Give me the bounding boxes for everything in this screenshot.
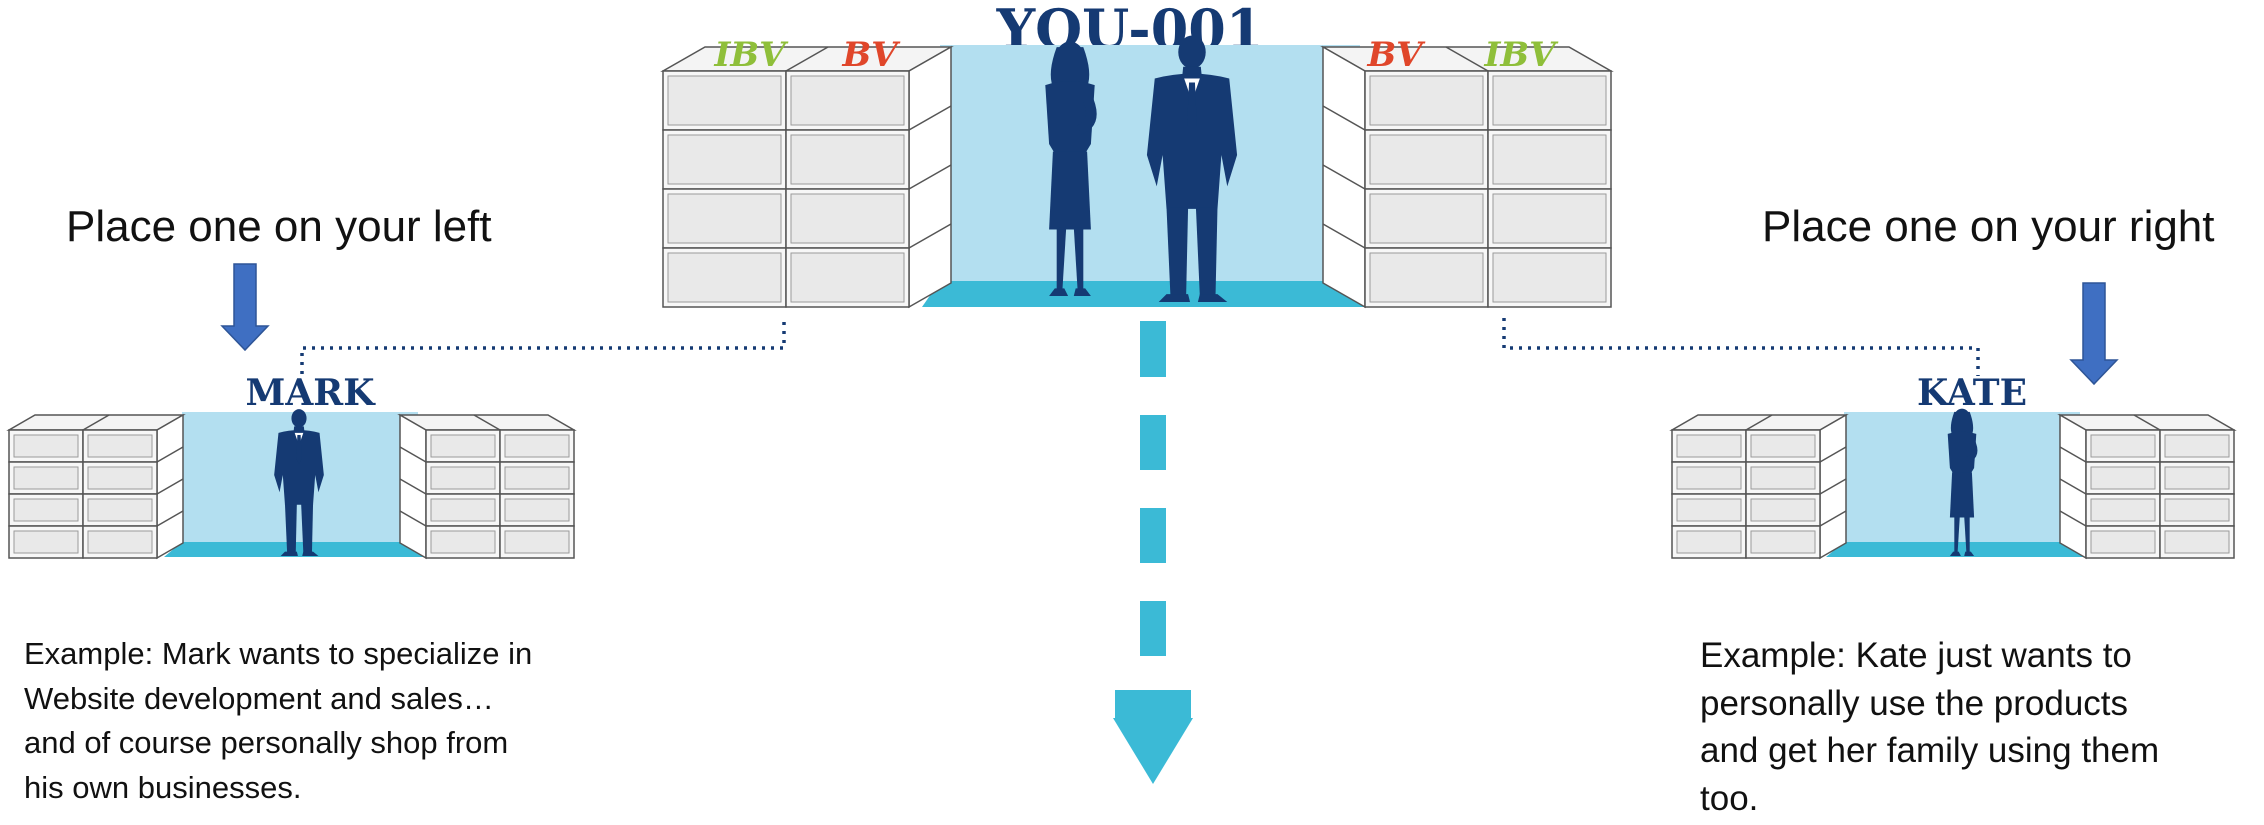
- box-face: [2165, 499, 2229, 521]
- box-face: [1493, 135, 1606, 184]
- box-face: [1493, 76, 1606, 125]
- box-face: [1370, 135, 1483, 184]
- woman-skirt: [1049, 152, 1091, 230]
- box-face: [431, 531, 495, 553]
- box-face: [668, 135, 781, 184]
- down-arrow-head: [1113, 718, 1193, 784]
- box-face: [668, 76, 781, 125]
- box-face: [791, 194, 904, 243]
- left-pointer-arrow: [222, 264, 268, 350]
- woman-skirt: [1950, 472, 1974, 517]
- room-backdrop: [940, 45, 1360, 307]
- box-face: [88, 531, 152, 553]
- box-face: [2091, 531, 2155, 553]
- badge-bv-right: BV: [1366, 35, 1426, 75]
- box-face: [791, 76, 904, 125]
- woman-hair: [1951, 412, 1973, 435]
- box-face: [1677, 467, 1741, 489]
- center-unit: IBV BV BV IBV: [663, 35, 1611, 307]
- box-face: [1370, 76, 1483, 125]
- box-face: [2091, 499, 2155, 521]
- box-face: [1751, 467, 1815, 489]
- badge-bv-left: BV: [841, 35, 901, 75]
- box-face: [505, 435, 569, 457]
- right-unit: [1672, 409, 2234, 558]
- box-face: [1493, 194, 1606, 243]
- box-face: [431, 467, 495, 489]
- box-face: [1677, 435, 1741, 457]
- box-face: [791, 253, 904, 302]
- woman-hair: [1051, 47, 1089, 87]
- box-face: [88, 499, 152, 521]
- box-face: [668, 194, 781, 243]
- box-face: [14, 467, 78, 489]
- connector-left: [302, 322, 784, 376]
- room-floor: [164, 542, 436, 557]
- box-face: [1751, 435, 1815, 457]
- box-face: [505, 467, 569, 489]
- box-face: [2165, 467, 2229, 489]
- box-face: [88, 435, 152, 457]
- down-arrow-dash-2: [1140, 415, 1166, 470]
- down-arrow-dash-1: [1140, 321, 1166, 377]
- box-face: [14, 435, 78, 457]
- box-face: [2091, 467, 2155, 489]
- box-face: [505, 499, 569, 521]
- box-face: [1751, 531, 1815, 553]
- box-face: [505, 531, 569, 553]
- box-face: [431, 499, 495, 521]
- box-face: [668, 253, 781, 302]
- box-face: [2165, 531, 2229, 553]
- box-face: [1677, 499, 1741, 521]
- box-face: [88, 467, 152, 489]
- room-floor: [1826, 542, 2098, 557]
- down-arrow-dash-3: [1140, 508, 1166, 563]
- box-face: [1751, 499, 1815, 521]
- box-face: [1677, 531, 1741, 553]
- box-face: [2165, 435, 2229, 457]
- badge-ibv-right: IBV: [1483, 35, 1559, 75]
- box-face: [1493, 253, 1606, 302]
- box-face: [2091, 435, 2155, 457]
- man-head: [1178, 35, 1205, 68]
- box-face: [14, 531, 78, 553]
- box-face: [791, 135, 904, 184]
- box-face: [1370, 253, 1483, 302]
- down-arrow-dash-4: [1140, 601, 1166, 656]
- box-face: [1370, 194, 1483, 243]
- badge-ibv-left: IBV: [713, 35, 789, 75]
- right-pointer-arrow: [2071, 283, 2117, 384]
- room-floor: [922, 281, 1378, 307]
- man-head: [291, 409, 306, 427]
- connector-right: [1504, 318, 1978, 376]
- left-unit: [9, 409, 574, 558]
- box-face: [14, 499, 78, 521]
- box-face: [431, 435, 495, 457]
